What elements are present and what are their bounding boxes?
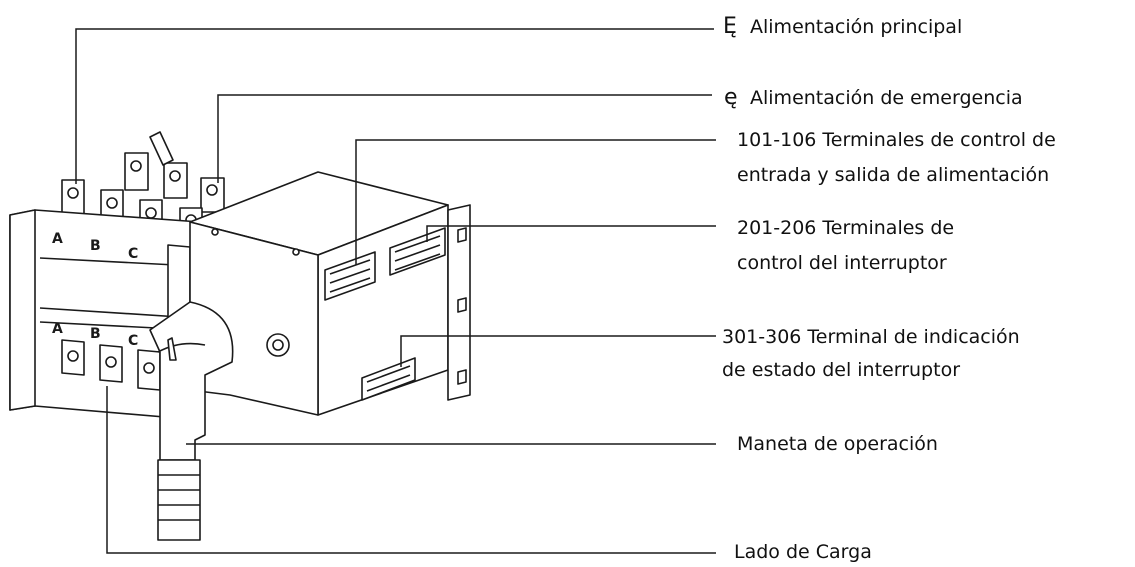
phase-label-bottom-c: C — [128, 333, 138, 349]
handle-label: Maneta de operación — [737, 433, 938, 455]
phase-label-bottom-a: A — [52, 321, 63, 337]
terminals-301-label-line1: 301-306 Terminal de indicación — [722, 326, 1020, 348]
phase-label-top-b: B — [90, 238, 101, 254]
emergency-supply-label: Alimentación de emergencia — [750, 87, 1023, 109]
emergency-supply-symbol: ę — [724, 85, 738, 110]
leader-terminals-201 — [426, 225, 716, 242]
terminals-301-label-line2: de estado del interruptor — [722, 359, 961, 381]
load-side-label: Lado de Carga — [734, 541, 872, 563]
leader-load-side — [106, 386, 716, 554]
terminals-201-label-line2: control del interruptor — [737, 252, 947, 274]
leader-lines — [75, 28, 716, 554]
leader-terminals-101 — [355, 139, 716, 265]
bottom-terminal-lugs — [61, 339, 161, 391]
phase-label-top-a: A — [52, 231, 63, 247]
operating-handle — [149, 301, 234, 541]
terminal-blocks — [324, 227, 446, 401]
leader-terminals-301 — [400, 335, 716, 367]
terminals-201-label-line1: 201-206 Terminales de — [737, 217, 955, 239]
leader-main-supply — [75, 28, 714, 184]
mounting-bracket — [447, 204, 471, 401]
phase-label-top-c: C — [128, 246, 138, 262]
main-supply-label: Alimentación principal — [750, 16, 963, 38]
leader-emergency-supply — [217, 94, 712, 183]
terminals-101-label-line1: 101-106 Terminales de control de — [737, 129, 1056, 151]
main-supply-symbol: Ę — [723, 14, 737, 39]
phase-label-bottom-b: B — [90, 326, 101, 342]
terminals-101-label-line2: entrada y salida de alimentación — [737, 164, 1050, 186]
